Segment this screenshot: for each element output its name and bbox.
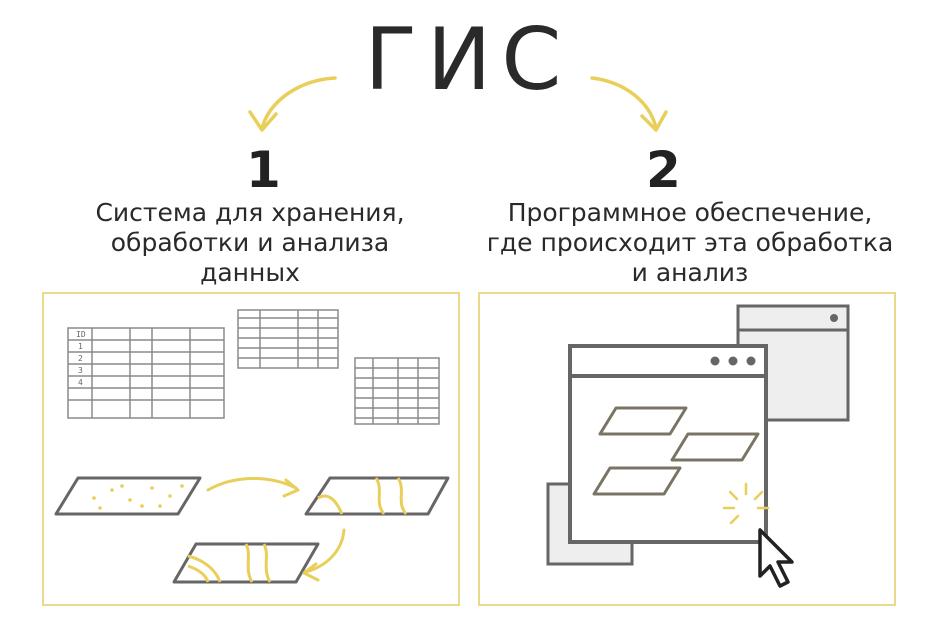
- table-row-label: 2: [78, 354, 83, 363]
- map-layer-icon: [172, 542, 320, 584]
- panel-data-storage: [42, 292, 460, 606]
- table-icon: [237, 309, 339, 369]
- table-row-label: 1: [78, 342, 83, 351]
- window-icon: [568, 344, 768, 544]
- caption-line: и анализ: [631, 258, 749, 287]
- caption-line: Программное обеспечение,: [507, 198, 873, 227]
- click-burst-icon: [722, 482, 770, 525]
- table-icon: [354, 357, 440, 425]
- page-title: ГИС: [364, 10, 572, 110]
- curved-arrow-icon: [590, 76, 668, 132]
- cursor-icon: [758, 528, 794, 588]
- caption-line: данных: [200, 258, 300, 287]
- caption-line: где происходит эта обработка: [486, 228, 894, 257]
- definition-2-caption: Программное обеспечение, где происходит …: [460, 198, 920, 288]
- caption-line: обработки и анализа: [110, 228, 390, 257]
- table-row-label: ID: [76, 330, 86, 339]
- curved-arrow-icon: [302, 528, 346, 582]
- definition-number-1: 1: [246, 141, 281, 199]
- map-layer-icon: [304, 476, 450, 516]
- definition-number-2: 2: [646, 141, 681, 199]
- map-layer-icon: [54, 476, 202, 516]
- table-row-label: 4: [78, 378, 83, 387]
- definition-1-caption: Система для хранения, обработки и анализ…: [40, 198, 460, 288]
- table-icon: [67, 327, 225, 419]
- curved-arrow-icon: [248, 76, 337, 132]
- table-row-label: 3: [78, 366, 83, 375]
- curved-arrow-icon: [206, 477, 300, 498]
- caption-line: Система для хранения,: [95, 198, 405, 227]
